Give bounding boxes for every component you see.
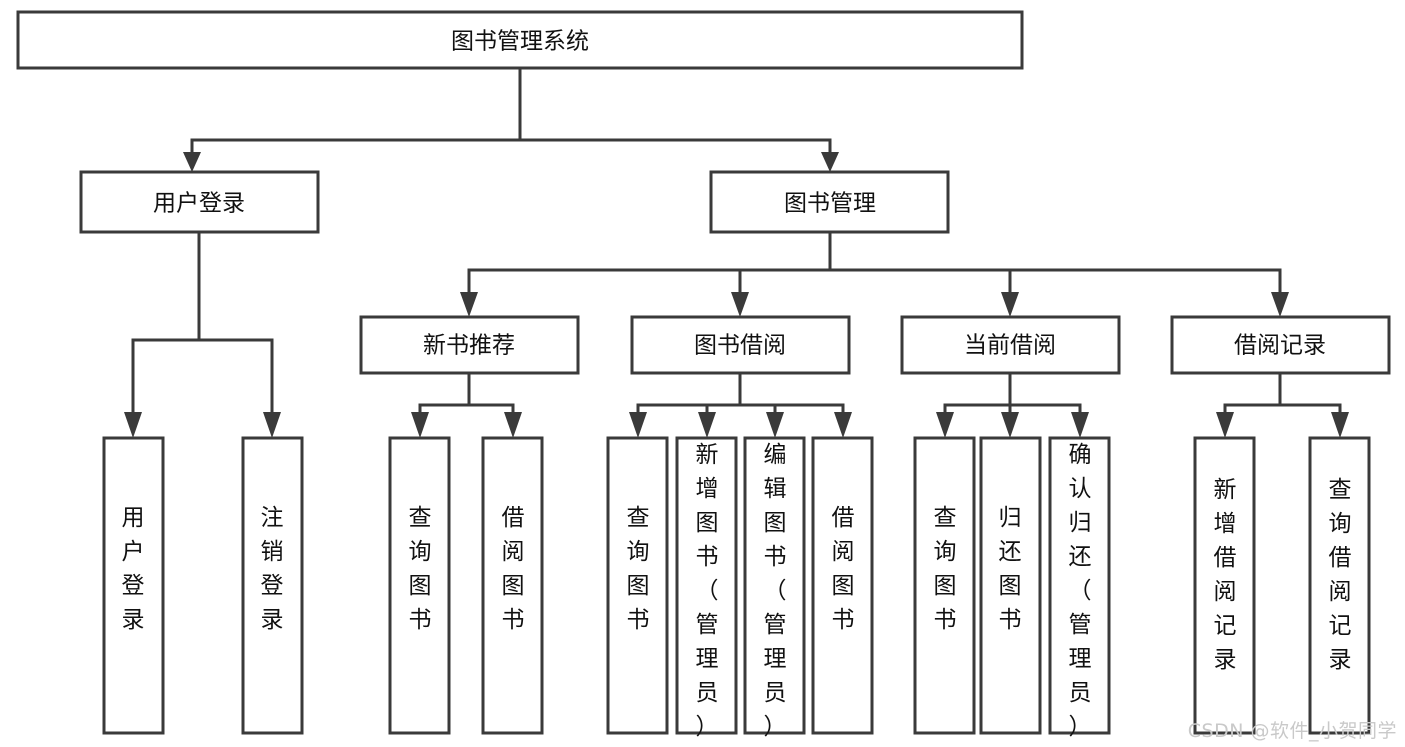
leaf-label: 归还图书 [999, 505, 1022, 633]
user-login-label: 用户登录 [153, 191, 245, 217]
leaf-label: 借阅图书 [832, 505, 855, 633]
root-box[interactable] [16, 10, 1024, 70]
node-user-login[interactable]: 用户登录 [79, 170, 320, 234]
node-leaf-borrow-book-1[interactable]: 借阅图书 [481, 436, 544, 735]
arrow-user-login-2 [263, 412, 281, 438]
arrow-book-manage-2 [731, 292, 749, 317]
leaf-box[interactable] [675, 436, 738, 735]
leaf-label: 查询图书 [409, 505, 432, 633]
leaf-box[interactable] [979, 436, 1042, 735]
node-leaf-edit-book-admin[interactable]: 编辑图书（管理员） [743, 436, 806, 740]
leaf-box[interactable] [481, 436, 544, 735]
leaf-label: 新增借阅记录 [1214, 477, 1237, 673]
arrow-new-book-1 [411, 412, 429, 438]
node-root[interactable]: 图书管理系统 [16, 10, 1024, 70]
leaf-box[interactable] [606, 436, 669, 735]
node-leaf-borrow-book-2[interactable]: 借阅图书 [811, 436, 874, 735]
leaf-box[interactable] [241, 436, 304, 735]
leaf-label: 查询图书 [627, 505, 650, 633]
node-book-manage[interactable]: 图书管理 [709, 170, 950, 234]
leaf-box[interactable] [743, 436, 806, 735]
node-leaf-add-borrow-record[interactable]: 新增借阅记录 [1193, 436, 1256, 735]
leaf-label: 查询图书 [934, 505, 957, 633]
leaf-box[interactable] [913, 436, 976, 735]
node-leaf-confirm-return-admin[interactable]: 确认归还（管理员） [1048, 436, 1111, 740]
leaf-box[interactable] [102, 436, 165, 735]
node-leaf-query-book-2[interactable]: 查询图书 [606, 436, 669, 735]
node-book-borrow[interactable]: 图书借阅 [630, 315, 851, 375]
current-borrow-box[interactable] [900, 315, 1121, 375]
node-leaf-user-login[interactable]: 用户登录 [102, 436, 165, 735]
arrow-book-manage-4 [1271, 292, 1289, 317]
user-login-box[interactable] [79, 170, 320, 234]
arrow-root-to-book-manage [821, 152, 839, 172]
node-borrow-record[interactable]: 借阅记录 [1170, 315, 1391, 375]
leaf-label: 确认归还（管理员） [1069, 442, 1092, 740]
new-book-recommend-label: 新书推荐 [423, 333, 515, 359]
book-manage-label: 图书管理 [784, 191, 876, 217]
arrow-book-borrow-4 [834, 412, 852, 438]
node-leaf-return-book[interactable]: 归还图书 [979, 436, 1042, 735]
current-borrow-label: 当前借阅 [964, 333, 1056, 359]
leaf-box[interactable] [1193, 436, 1256, 735]
leaf-box[interactable] [1308, 436, 1371, 735]
book-manage-box[interactable] [709, 170, 950, 234]
leaf-label: 借阅图书 [502, 505, 525, 633]
node-leaf-query-book-3[interactable]: 查询图书 [913, 436, 976, 735]
arrow-current-borrow-3 [1071, 412, 1089, 438]
arrow-borrow-record-1 [1216, 412, 1234, 438]
node-leaf-query-book-1[interactable]: 查询图书 [388, 436, 451, 735]
arrow-current-borrow-1 [936, 412, 954, 438]
borrow-record-label: 借阅记录 [1234, 333, 1326, 359]
node-current-borrow[interactable]: 当前借阅 [900, 315, 1121, 375]
arrow-book-borrow-3 [766, 412, 784, 438]
arrow-current-borrow-2 [1001, 412, 1019, 438]
arrow-root-to-user-login [183, 152, 201, 172]
edge-layer [124, 66, 1349, 438]
book-borrow-label: 图书借阅 [694, 333, 786, 359]
leaf-label: 编辑图书（管理员） [764, 442, 787, 740]
leaf-box[interactable] [811, 436, 874, 735]
arrow-user-login-1 [124, 412, 142, 438]
leaf-label: 查询借阅记录 [1329, 477, 1352, 673]
arrow-borrow-record-2 [1331, 412, 1349, 438]
root-label: 图书管理系统 [451, 29, 589, 55]
node-leaf-logout[interactable]: 注销登录 [241, 436, 304, 735]
arrow-book-manage-3 [1001, 292, 1019, 317]
leaf-box[interactable] [1048, 436, 1111, 735]
node-leaf-query-borrow-record[interactable]: 查询借阅记录 [1308, 436, 1371, 735]
leaf-box[interactable] [388, 436, 451, 735]
new-book-recommend-box[interactable] [359, 315, 580, 375]
arrow-new-book-2 [504, 412, 522, 438]
leaf-label: 新增图书（管理员） [696, 442, 719, 740]
node-leaf-add-book-admin[interactable]: 新增图书（管理员） [675, 436, 738, 740]
arrow-book-borrow-1 [629, 412, 647, 438]
book-borrow-box[interactable] [630, 315, 851, 375]
node-new-book-recommend[interactable]: 新书推荐 [359, 315, 580, 375]
leaf-label: 注销登录 [261, 505, 284, 633]
borrow-record-box[interactable] [1170, 315, 1391, 375]
arrow-book-manage-1 [460, 292, 478, 317]
arrow-book-borrow-2 [698, 412, 716, 438]
leaf-label: 用户登录 [122, 505, 145, 633]
